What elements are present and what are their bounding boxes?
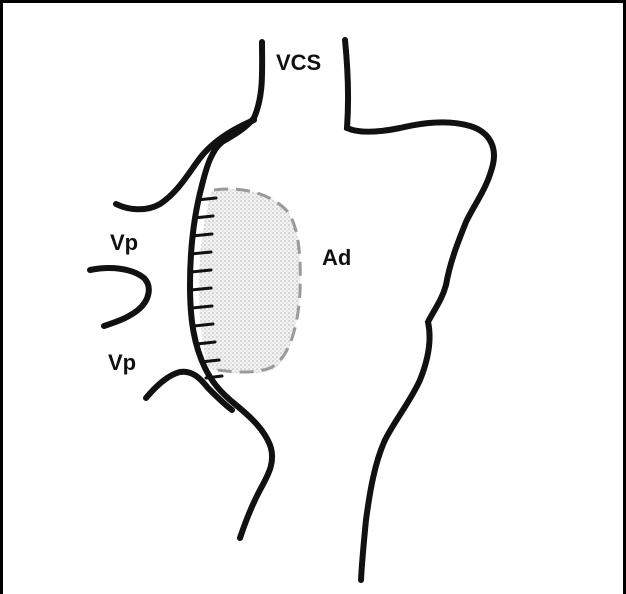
label-ad: Ad	[322, 245, 351, 270]
label-vcs: VCS	[276, 50, 321, 75]
label-vp-lower: Vp	[108, 350, 136, 375]
right-atrium-outline	[345, 40, 494, 580]
middle-pulmonary-vein-loop	[90, 268, 149, 326]
vcs-left-wall	[202, 42, 262, 185]
label-vp-upper: Vp	[110, 230, 138, 255]
